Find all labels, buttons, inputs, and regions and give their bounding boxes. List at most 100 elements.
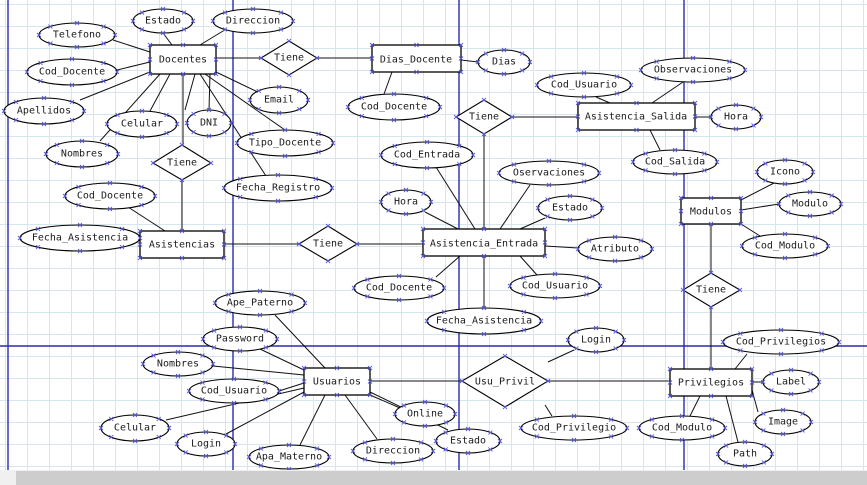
marker-icon bbox=[761, 411, 766, 416]
marker-icon bbox=[367, 365, 373, 371]
entity-label: Usuarios bbox=[313, 377, 361, 388]
marker-icon bbox=[643, 168, 648, 173]
marker-icon bbox=[104, 121, 110, 127]
marker-icon bbox=[369, 56, 375, 61]
marker-icon bbox=[69, 82, 75, 88]
marker-icon bbox=[392, 411, 398, 417]
marker-icon bbox=[596, 170, 602, 176]
marker-icon bbox=[769, 388, 774, 393]
entity-privilegios[interactable]: Privilegios bbox=[669, 368, 753, 397]
marker-icon bbox=[104, 160, 110, 166]
marker-icon bbox=[459, 378, 465, 384]
attribute-label: Cod_Privilegio bbox=[532, 423, 616, 434]
marker-icon bbox=[749, 393, 755, 399]
marker-icon bbox=[421, 208, 426, 213]
marker-icon bbox=[354, 241, 360, 247]
marker-icon bbox=[481, 331, 487, 337]
attribute-label: Estado bbox=[145, 16, 181, 27]
attribute-label: Hora bbox=[724, 112, 748, 123]
attribute-label: Cod_Docente bbox=[366, 283, 432, 294]
marker-icon bbox=[1, 108, 7, 114]
marker-icon bbox=[437, 104, 443, 110]
entity-asistencia-entrada[interactable]: Asistencia_Entrada bbox=[422, 228, 546, 257]
marker-icon bbox=[481, 305, 487, 311]
marker-icon bbox=[829, 210, 835, 215]
marker-icon bbox=[369, 42, 375, 48]
marker-icon bbox=[221, 185, 227, 191]
entity-asistencia-salida[interactable]: Asistencia_Salida bbox=[577, 102, 696, 131]
attribute-label: Atributo bbox=[591, 244, 639, 255]
relationship-tiene-entrada-salida[interactable]: Tiene bbox=[454, 99, 514, 135]
relationship-label: Tiene bbox=[469, 112, 499, 123]
marker-icon bbox=[565, 337, 571, 343]
marker-icon bbox=[301, 392, 307, 398]
relationship-tiene-modulos-privilegios[interactable]: Tiene bbox=[681, 272, 742, 308]
marker-icon bbox=[649, 417, 655, 422]
marker-icon bbox=[808, 371, 813, 376]
marker-icon bbox=[621, 337, 627, 343]
marker-icon bbox=[160, 6, 166, 12]
relationship-tiene-docentes-asistencias[interactable]: Tiene bbox=[151, 144, 213, 181]
marker-icon bbox=[222, 10, 228, 15]
entity-asistencias[interactable]: Asistencias bbox=[139, 230, 225, 259]
marker-icon bbox=[130, 18, 136, 24]
marker-icon bbox=[769, 371, 774, 376]
marker-icon bbox=[166, 425, 172, 431]
marker-icon bbox=[430, 448, 436, 454]
connector-line bbox=[544, 404, 553, 417]
relationship-tiene-asistencias-entrada[interactable]: Tiene bbox=[297, 225, 359, 262]
marker-icon bbox=[458, 42, 464, 48]
entity-dias-docente[interactable]: Dias_Docente bbox=[371, 44, 462, 73]
marker-icon bbox=[150, 160, 156, 166]
marker-icon bbox=[586, 255, 592, 260]
attribute-label: Direccion bbox=[226, 16, 280, 27]
marker-icon bbox=[286, 72, 292, 78]
marker-icon bbox=[13, 117, 19, 123]
marker-icon bbox=[378, 199, 384, 205]
marker-icon bbox=[314, 463, 320, 468]
relationship-tiene-docentes-dias[interactable]: Tiene bbox=[259, 40, 319, 76]
entity-docentes[interactable]: Docentes bbox=[149, 44, 217, 75]
relationship-usu-privil[interactable]: Usu_Privil bbox=[460, 355, 550, 408]
marker-icon bbox=[221, 228, 227, 234]
marker-icon bbox=[200, 380, 205, 385]
scrollbar-thumb[interactable] bbox=[16, 471, 867, 485]
marker-icon bbox=[548, 74, 554, 79]
marker-icon bbox=[678, 208, 684, 214]
entity-modulos[interactable]: Modulos bbox=[680, 197, 742, 225]
marker-icon bbox=[107, 206, 113, 212]
marker-icon bbox=[206, 107, 212, 113]
marker-icon bbox=[483, 68, 489, 73]
marker-icon bbox=[200, 336, 206, 342]
marker-icon bbox=[708, 221, 714, 227]
marker-icon bbox=[552, 271, 558, 277]
entity-usuarios[interactable]: Usuarios bbox=[303, 367, 371, 396]
marker-icon bbox=[139, 134, 145, 140]
marker-icon bbox=[441, 327, 447, 333]
marker-icon bbox=[722, 425, 728, 431]
horizontal-scrollbar[interactable] bbox=[0, 470, 867, 485]
marker-icon bbox=[237, 324, 243, 330]
diagram-canvas[interactable]: Docentes Dias_Docente Asistencia_Salida … bbox=[0, 0, 867, 470]
marker-icon bbox=[708, 366, 714, 372]
marker-icon bbox=[785, 210, 791, 215]
marker-icon bbox=[751, 106, 756, 111]
attribute-label: Cod_Salida bbox=[645, 157, 705, 168]
marker-icon bbox=[567, 217, 573, 223]
marker-icon bbox=[286, 442, 292, 448]
marker-icon bbox=[186, 388, 192, 394]
marker-icon bbox=[237, 348, 243, 354]
marker-icon bbox=[424, 165, 430, 171]
entity-label: Privilegios bbox=[678, 378, 744, 389]
marker-icon bbox=[275, 198, 281, 204]
marker-icon bbox=[420, 240, 426, 245]
marker-icon bbox=[101, 60, 106, 66]
marker-icon bbox=[213, 57, 219, 62]
marker-icon bbox=[800, 428, 805, 433]
marker-icon bbox=[708, 304, 714, 310]
marker-icon bbox=[139, 27, 145, 32]
marker-icon bbox=[132, 438, 138, 444]
connector-line bbox=[204, 73, 286, 131]
marker-icon bbox=[819, 331, 824, 336]
marker-icon bbox=[752, 419, 758, 425]
